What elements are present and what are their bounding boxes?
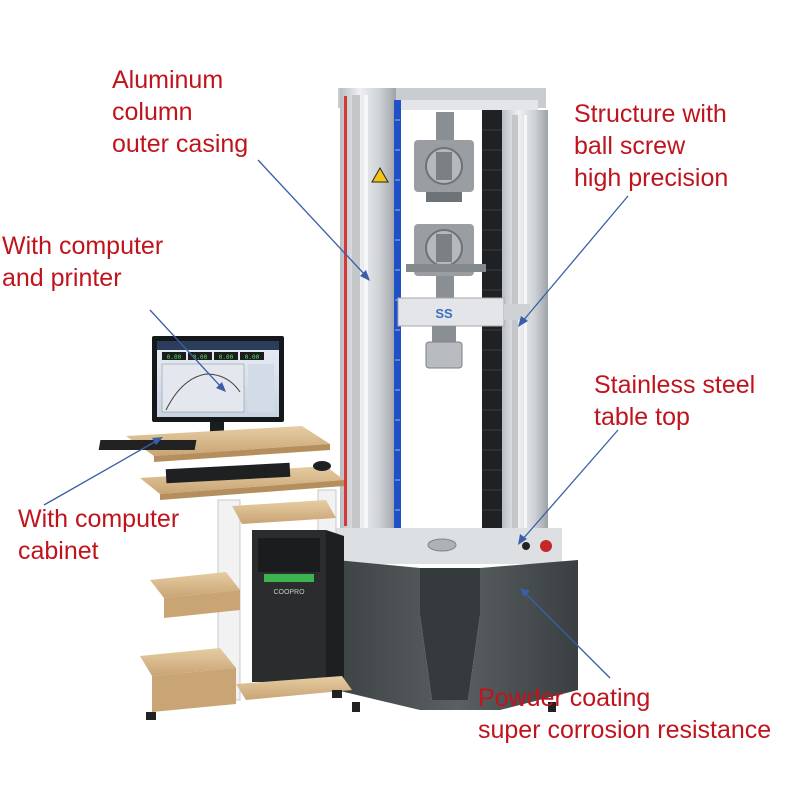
graph-area — [161, 363, 245, 413]
mouse — [313, 461, 331, 471]
arrow-ball-screw — [521, 195, 629, 323]
readout-1: 0.00 — [167, 354, 182, 361]
arrow-cabinet — [43, 439, 159, 506]
side-shelf-lower — [140, 648, 236, 676]
keyboard-shelf — [140, 466, 344, 494]
powder-coated-base — [336, 560, 578, 710]
label-table-top: Stainless steel table top — [594, 371, 756, 431]
bottom-platen — [427, 538, 457, 552]
arrow-computer-printer — [149, 309, 223, 389]
arrow-table-top — [521, 429, 619, 541]
readout-2: 0.00 — [193, 354, 208, 361]
cabinet-shelf — [232, 500, 336, 524]
annotation-arrows — [43, 159, 629, 679]
upper-grip — [414, 112, 474, 202]
label-aluminum-casing: Aluminum column outer casing — [112, 66, 249, 158]
crosshead: SS — [397, 297, 530, 327]
load-cell — [425, 326, 463, 369]
stress-strain-curve — [165, 373, 241, 411]
arrow-aluminum-casing — [257, 159, 367, 277]
cart-base — [236, 676, 352, 700]
crosshead-logo: SS — [435, 306, 453, 321]
monitor: 0.00 0.00 0.00 0.00 — [152, 336, 284, 439]
readout-3: 0.00 — [219, 354, 234, 361]
label-ball-screw: Structure with ball screw high precision — [574, 100, 729, 192]
label-powder-coating: Powder coating super corrosion resistanc… — [478, 684, 772, 744]
indicator-light — [522, 542, 530, 550]
lower-grip — [406, 224, 486, 298]
testing-machine: SS — [336, 88, 578, 712]
label-cabinet: With computer cabinet — [18, 505, 180, 565]
readout-4: 0.00 — [245, 354, 260, 361]
arrow-powder-coating — [523, 591, 611, 679]
side-shelf-upper — [150, 572, 240, 598]
label-computer-printer: With computer and printer — [2, 232, 164, 292]
pc-brand: COOPRO — [273, 589, 305, 596]
emergency-stop-button — [540, 540, 552, 552]
keyboard — [98, 440, 197, 450]
warning-sticker — [371, 166, 389, 183]
red-stripe — [344, 96, 347, 526]
computer-cart: 0.00 0.00 0.00 0.00 — [98, 336, 352, 720]
